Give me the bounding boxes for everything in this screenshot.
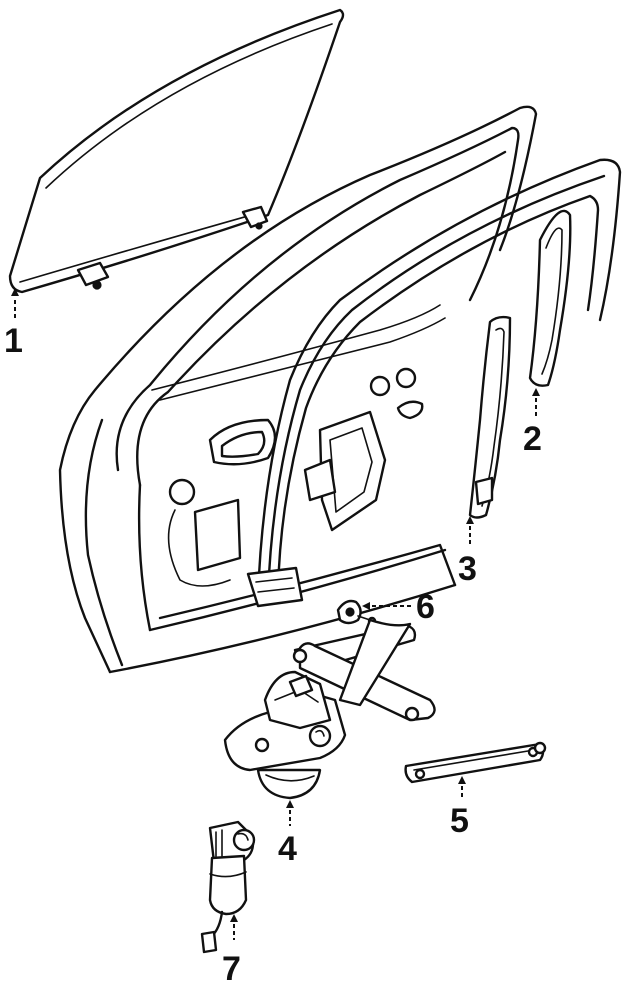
door-shell bbox=[58, 105, 538, 674]
callout-label-5: 5 bbox=[450, 802, 469, 840]
callout-4: 4 bbox=[278, 800, 297, 868]
window-regulator bbox=[223, 618, 436, 800]
callout-label-6: 6 bbox=[416, 588, 435, 626]
callout-6: 6 bbox=[362, 588, 435, 626]
callout-label-1: 1 bbox=[4, 322, 23, 360]
rear-run-channel bbox=[528, 209, 572, 387]
callout-7: 7 bbox=[222, 914, 241, 983]
callout-label-4: 4 bbox=[278, 830, 297, 868]
callout-5: 5 bbox=[450, 776, 469, 840]
sash-channel bbox=[404, 741, 547, 784]
callout-2: 2 bbox=[523, 388, 542, 458]
callout-label-2: 2 bbox=[523, 420, 542, 458]
door-glass bbox=[8, 8, 345, 294]
glass-channel bbox=[468, 315, 512, 519]
regulator-motor bbox=[200, 820, 256, 954]
door-frame-channel bbox=[246, 158, 622, 608]
callout-label-3: 3 bbox=[458, 550, 477, 588]
callout-label-7: 7 bbox=[222, 950, 241, 983]
callout-3: 3 bbox=[458, 516, 477, 588]
callout-1: 1 bbox=[4, 288, 23, 360]
